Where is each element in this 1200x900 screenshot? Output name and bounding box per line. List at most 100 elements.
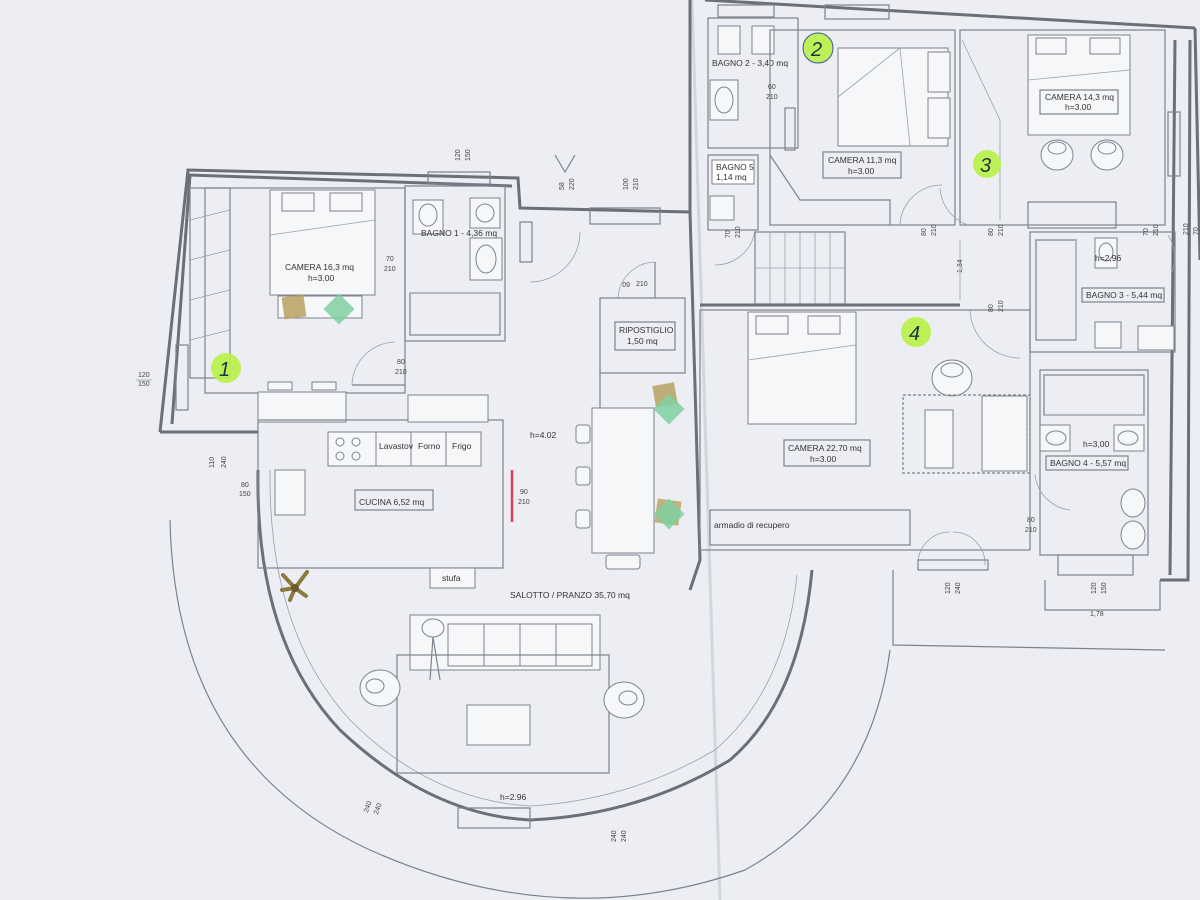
dim-134: 1,34 (957, 259, 964, 273)
bagno-4: h=3,00 BAGNO 4 - 5,57 mq (1034, 369, 1149, 576)
dim-70-210-bagno1-b: 210 (384, 266, 396, 273)
camera-2: CAMERA 11,3 mq h=3.00 (769, 4, 956, 226)
dim-80-210-cam1-b: 210 (395, 369, 407, 376)
dim-240-b1: 240 (611, 830, 618, 842)
person-figure (421, 618, 445, 681)
badge-camera-4: 4 (901, 317, 931, 347)
dim-60-bagno2: 60 (768, 84, 776, 91)
bagno-5-area: 1,14 mq (716, 172, 747, 182)
dim-80-cam2: 80 (921, 228, 928, 236)
bagno-4-height: h=3,00 (1083, 439, 1110, 449)
dim-70-bagno5: 70 (725, 230, 732, 238)
outer-walls (158, 0, 1200, 651)
dim-120-150-left-b: 150 (138, 381, 150, 388)
note-green (323, 293, 355, 325)
dim-210-bagno2: 210 (766, 94, 778, 101)
armadio-label: armadio di recupero (714, 520, 790, 530)
dim-60-rip: 60 (622, 280, 630, 287)
cucina-label: CUCINA 6,52 mq (359, 497, 424, 507)
note-olive (281, 294, 307, 320)
badge-camera-1: 1 (211, 353, 241, 383)
frigo-label: Frigo (452, 441, 472, 451)
badge-camera-2: 2 (802, 32, 834, 64)
armchair-right (603, 681, 645, 719)
dim-210-cucina: 210 (518, 499, 530, 506)
dim-80-210-cam1-a: 80 (397, 359, 405, 366)
living-room-outer-arc (169, 519, 891, 899)
dim-240-a1: 240 (363, 800, 374, 813)
dim-100: 100 (623, 178, 630, 190)
camera-1-label: CAMERA 16,3 mq (285, 262, 354, 272)
bagno-1-label: BAGNO 1 - 4,36 mq (421, 228, 497, 238)
salotto: SALOTTO / PRANZO 35,70 mq h=2.96 (359, 590, 645, 829)
svg-text:4: 4 (909, 323, 920, 345)
dim-220: 220 (569, 178, 576, 190)
ripostiglio-area: 1,50 mq (627, 336, 658, 346)
salotto-height: h=2.96 (500, 792, 527, 802)
dim-150-bagno1: 150 (465, 149, 472, 161)
svg-text:1: 1 (219, 359, 230, 381)
dim-178: 1,78 (1090, 611, 1104, 618)
bagno-3-label: BAGNO 3 - 5,44 mq (1086, 290, 1162, 300)
dim-120-bagno4: 120 (1091, 582, 1098, 594)
dim-120-bagno1: 120 (455, 149, 462, 161)
bagno-5-label: BAGNO 5 (716, 162, 754, 172)
camera-4-label: CAMERA 22,70 mq (788, 443, 862, 453)
camera-4-height: h=3.00 (810, 454, 837, 464)
camera-1-height: h=3.00 (308, 273, 335, 283)
svg-text:2: 2 (810, 39, 822, 61)
forno-label: Forno (418, 441, 440, 451)
dim-80-150-b: 150 (239, 491, 251, 498)
ripostiglio-label: RIPOSTIGLIO (619, 325, 674, 335)
badge-camera-3: 3 (973, 150, 1001, 178)
dim-210-right: 210 (1183, 223, 1190, 235)
rug (396, 654, 610, 774)
bagno-4-label: BAGNO 4 - 5,57 mq (1050, 458, 1126, 468)
dim-210-cam4: 210 (998, 300, 1005, 312)
bagno-2-label: BAGNO 2 - 3,40 mq (712, 58, 788, 68)
dim-150-bagno4: 150 (1101, 582, 1108, 594)
note-green-2 (653, 393, 685, 425)
dim-210: 210 (633, 178, 640, 190)
dim-240: 240 (221, 456, 228, 468)
bagno-5: BAGNO 5 1,14 mq (707, 154, 759, 266)
dim-70-right: 70 (1193, 227, 1200, 235)
bagno-3: h=2,96 BAGNO 3 - 5,44 mq (1029, 231, 1176, 353)
dim-80-cam4: 80 (988, 304, 995, 312)
salotto-label: SALOTTO / PRANZO 35,70 mq (510, 590, 630, 600)
camera-2-label: CAMERA 11,3 mq (828, 155, 897, 165)
dim-90-cucina: 90 (520, 489, 528, 496)
dim-80-cam3: 80 (988, 228, 995, 236)
dim-80-bagno4: 80 (1027, 517, 1035, 524)
dim-210-cam2: 210 (931, 224, 938, 236)
dim-240-a2: 240 (373, 802, 384, 815)
camera-2-height: h=3.00 (848, 166, 875, 176)
dim-120-cam4: 120 (945, 582, 952, 594)
dim-210-bagno4: 210 (1025, 527, 1037, 534)
dim-120-150-left-a: 120 (138, 372, 150, 379)
dim-240-b2: 240 (621, 830, 628, 842)
dim-210-bagno5: 210 (735, 226, 742, 238)
cucina-height: h=4.02 (530, 430, 557, 440)
dim-110: 110 (209, 457, 216, 468)
camera-3-label: CAMERA 14,3 mq (1045, 92, 1114, 102)
dining-table (575, 370, 655, 570)
armchair-left (359, 669, 401, 707)
bagno-3-height: h=2,96 (1095, 253, 1122, 263)
stufa-label: stufa (442, 573, 461, 583)
dim-210-bagno3: 210 (1153, 224, 1160, 236)
dim-70-bagno3: 70 (1143, 228, 1150, 236)
dimension-labels: 120 150 110 240 80 150 80 210 70 210 120… (136, 84, 1200, 842)
ripostiglio: RIPOSTIGLIO 1,50 mq (599, 261, 686, 374)
bagno-1: BAGNO 1 - 4,36 mq (404, 171, 506, 342)
dim-58: 58 (559, 182, 566, 190)
cucina: Lavastov Forno Frigo CUCINA 6,52 mq h=4.… (257, 394, 557, 589)
dim-80-150-a: 80 (241, 482, 249, 489)
svg-text:3: 3 (980, 155, 991, 177)
camera-4: CAMERA 22,70 mq h=3.00 armadio di recupe… (699, 309, 1031, 571)
dim-70-210-bagno1-a: 70 (386, 256, 394, 263)
plant-icon (280, 570, 309, 602)
bagno-2: BAGNO 2 - 3,40 mq (707, 4, 799, 151)
camera-3: CAMERA 14,3 mq h=3.00 (939, 29, 1181, 229)
